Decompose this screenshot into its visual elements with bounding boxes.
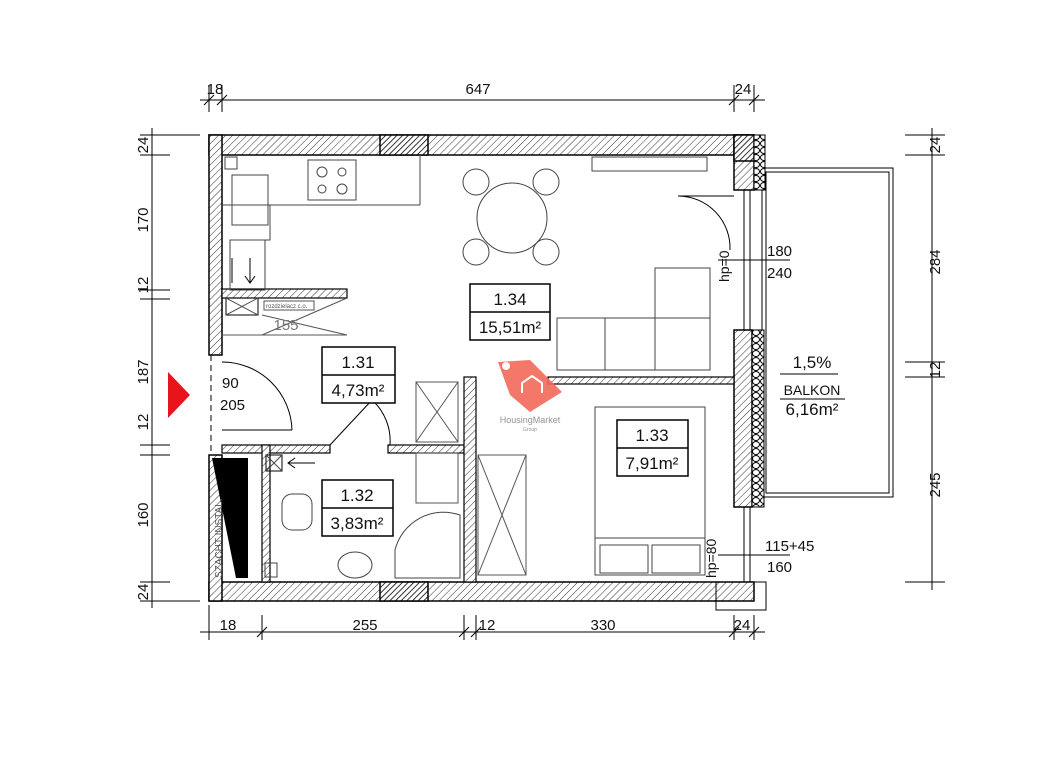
dim-right-1: 284 [927,249,944,274]
window-hp: hp=80 [703,538,719,578]
balcony-area: 6,16m² [786,400,839,419]
dim-top-1: 647 [465,81,490,98]
logo-sub: Group [523,427,537,433]
room-area: 7,91m² [626,454,679,473]
distributor-label: rozdzielacz c.o. [266,304,308,310]
room-area: 4,73m² [332,381,385,400]
balcony-door-hp: hp=0 [716,250,732,282]
exterior-walls [208,134,755,602]
insulation-top [753,134,766,191]
housing-market-logo: HousingMarket Group [498,360,562,433]
entry-marker-icon [168,372,190,418]
dimension-top [200,85,765,112]
balcony-door-height: 240 [767,265,792,282]
dim-left-4: 12 [135,414,152,431]
room-number: 1.31 [341,353,374,372]
balcony-slope: 1,5% [793,353,832,372]
room-number: 1.34 [493,290,526,309]
dim-right-labels: 24 284 12 245 [927,137,944,498]
bathroom-door [329,399,391,446]
balcony-outline [761,167,894,498]
room-label-1-33: 1.33 7,91m² [616,419,689,477]
dimension-bottom [200,605,765,640]
dim-bottom-4: 24 [734,617,751,634]
sofa [556,267,711,371]
dim-bottom-0: 18 [220,617,237,634]
room-label-1-32: 1.32 3,83m² [321,479,394,537]
dim-right-2: 12 [927,362,944,379]
balcony-door-width: 180 [767,243,792,260]
dimension-right [905,128,945,590]
insulation-balcony [751,329,765,508]
room-number: 1.32 [340,486,373,505]
dim-bottom-1: 255 [352,617,377,634]
distributor-width: 155 [273,317,298,334]
room-number: 1.33 [635,426,668,445]
wardrobes [415,381,527,576]
dimension-left [140,128,200,608]
room-label-1-34: 1.34 15,51m² [469,283,551,341]
distributor [222,297,348,336]
logo-brand: HousingMarket [500,415,561,425]
arrow-icons [231,258,315,469]
entry-door-swing [221,361,293,431]
window-width: 115+45 [765,538,814,555]
dim-bottom-3: 330 [590,617,615,634]
dim-bottom-2: 12 [479,617,496,634]
bed [594,406,706,576]
balcony-door-swing [677,195,731,251]
room-label-1-31: 1.31 4,73m² [321,346,396,404]
balcony-name: BALKON [784,382,841,398]
dim-left-6: 24 [135,584,152,601]
room-area: 3,83m² [331,514,384,533]
entry-door-height: 205 [220,397,245,414]
interior-walls [221,288,735,583]
dim-top-0: 18 [207,81,224,98]
dim-right-3: 245 [927,472,944,497]
kitchen [222,155,421,291]
dim-left-labels: 24 170 12 187 12 160 24 [135,137,152,601]
shaft-label: SZACHT INSTAL. [214,498,225,578]
dim-left-3: 187 [135,359,152,384]
shaft-fill [212,458,248,578]
window-height: 160 [767,559,792,576]
dim-left-5: 160 [135,502,152,527]
entry-door-width: 90 [222,375,239,392]
dim-left-2: 12 [135,277,152,294]
dim-top-2: 24 [735,81,752,98]
room-area: 15,51m² [479,318,542,337]
dining-table [462,156,708,266]
dim-left-0: 24 [135,137,152,154]
balcony-label: 1,5% BALKON 6,16m² [780,353,845,419]
dim-left-1: 170 [135,207,152,232]
dim-right-0: 24 [927,137,944,154]
bathroom-fixtures [264,454,461,579]
